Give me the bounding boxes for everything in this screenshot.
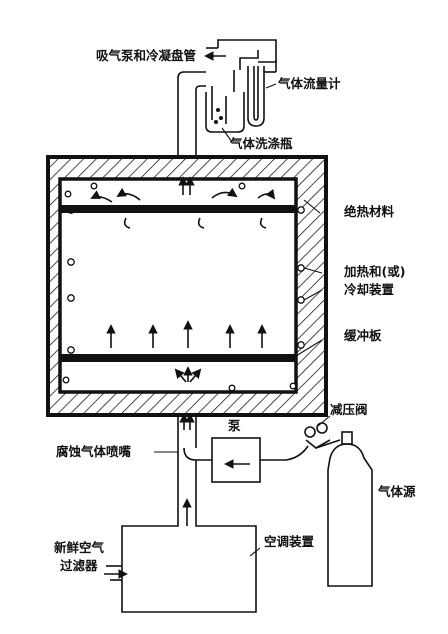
label-wash-bottle: 气体洗涤瓶 (229, 136, 293, 151)
exhaust-piping (177, 71, 206, 157)
top-baffle-plate (60, 205, 296, 213)
label-pressure-valve: 减压阀 (330, 402, 368, 417)
label-heat-cool-2: 冷却装置 (344, 282, 395, 297)
label-fresh-air-2: 过滤器 (60, 558, 98, 573)
label-gas-nozzle: 腐蚀气体喷嘴 (56, 444, 132, 459)
bottom-baffle-plate (60, 354, 296, 362)
inlet-piping (177, 413, 212, 526)
label-gas-source: 气体源 (377, 484, 416, 499)
label-baffle: 缓冲板 (344, 328, 382, 343)
label-heat-cool-1: 加热和(或) (343, 264, 405, 279)
pump-to-valve-line (260, 445, 309, 461)
air-conditioning-unit (121, 508, 257, 613)
label-insulation: 绝热材料 (344, 204, 395, 219)
label-ac-unit: 空调装置 (264, 534, 315, 549)
gas-wash-bottle (205, 70, 245, 133)
exhaust-flow-arrows (90, 176, 276, 229)
label-flowmeter: 气体流量计 (277, 76, 341, 91)
pump-box (211, 437, 261, 483)
leader-lines (154, 83, 331, 557)
inlet-spray-arrows (174, 366, 202, 383)
gas-flowmeter (239, 50, 277, 127)
test-chamber (46, 155, 328, 417)
label-fresh-air-1: 新鲜空气 (54, 540, 105, 555)
upward-flow-arrows (106, 320, 267, 348)
gas-cylinder (327, 431, 373, 587)
pressure-reducing-valve (304, 422, 341, 449)
suction-pump-condenser-box (204, 39, 277, 63)
fresh-air-filter (104, 565, 128, 581)
label-pump: 泵 (228, 418, 241, 433)
label-pump-condenser: 吸气泵和冷凝盘管 (96, 48, 196, 63)
